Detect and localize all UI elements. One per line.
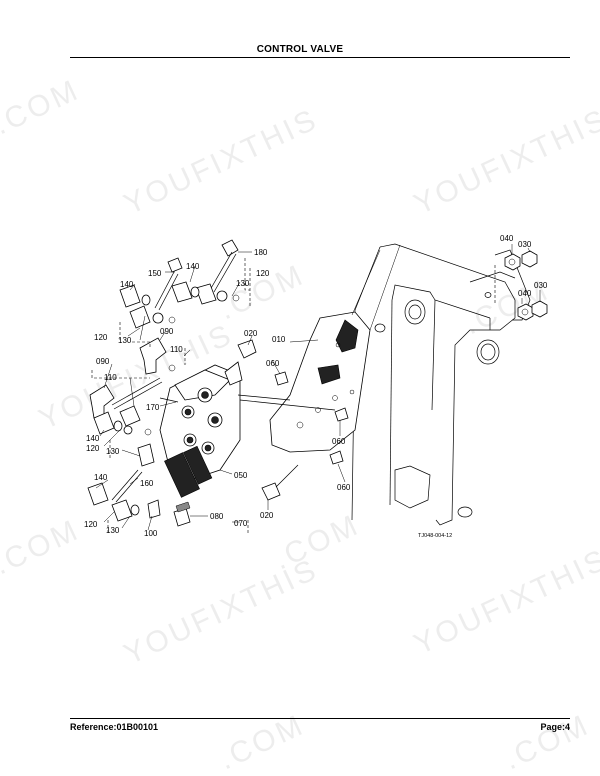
callout-label: 120	[84, 520, 98, 529]
valve-body	[159, 361, 336, 498]
callout-label: 130	[236, 279, 250, 288]
callout-label: 170	[146, 403, 160, 412]
watermark-text: YOUFIXTHIS	[409, 543, 600, 662]
watermark-text: YOUFIXTHIS	[119, 103, 323, 222]
bolts	[237, 250, 548, 501]
callout-label: 090	[160, 327, 174, 336]
callout-label: 110	[104, 373, 117, 382]
callout-label: 140	[186, 262, 200, 271]
callout-label: 090	[96, 357, 110, 366]
frame-bracket	[351, 243, 531, 526]
callout-label: 060	[337, 483, 351, 492]
callout-label: 150	[148, 269, 162, 278]
callout-label: 100	[144, 529, 158, 538]
page-title: CONTROL VALVE	[256, 44, 344, 55]
callout-label: 060	[332, 437, 346, 446]
footer-rule	[70, 718, 570, 719]
callout-label: 180	[254, 248, 268, 257]
callout-label: 080	[210, 512, 224, 521]
callout-label: 010	[272, 335, 286, 344]
watermark-text: YOUFIXTHIS	[409, 103, 600, 222]
callout-label: 140	[120, 280, 134, 289]
callout-label: 120	[86, 444, 100, 453]
callout-label: 130	[106, 447, 120, 456]
callout-label: 120	[94, 333, 108, 342]
callout-label: 030	[534, 281, 548, 290]
callout-label: 040	[518, 289, 532, 298]
callout-label: 110	[170, 345, 183, 354]
callout-label: 020	[244, 329, 258, 338]
callout-label: 030	[518, 240, 532, 249]
callout-labels: 180 150 140 120 130 140 120 130 090 110 …	[84, 234, 548, 539]
watermark-text: .COM	[0, 73, 85, 141]
callout-label: 130	[106, 526, 120, 535]
grouping-lines	[91, 258, 496, 535]
watermark-text: YOUFIXTHIS	[119, 553, 323, 672]
callout-label: 050	[234, 471, 248, 480]
callout-label: 060	[266, 359, 280, 368]
callout-label: 140	[94, 473, 108, 482]
header-rule	[70, 57, 570, 58]
reference-number: Reference:01B00101	[70, 722, 159, 732]
watermark-text: .COM	[0, 513, 85, 581]
callout-label: 160	[140, 479, 154, 488]
leader-lines	[95, 244, 541, 531]
callout-label: 130	[118, 336, 132, 345]
callout-label: 040	[500, 234, 514, 243]
callout-label: 070	[234, 519, 248, 528]
hose-fittings	[87, 239, 240, 527]
callout-label: 140	[86, 434, 100, 443]
drawing-number: TJ048-004-12	[418, 533, 452, 539]
callout-label: 020	[260, 511, 274, 520]
page-number: Page:4	[540, 722, 570, 732]
callout-label: 120	[256, 269, 270, 278]
